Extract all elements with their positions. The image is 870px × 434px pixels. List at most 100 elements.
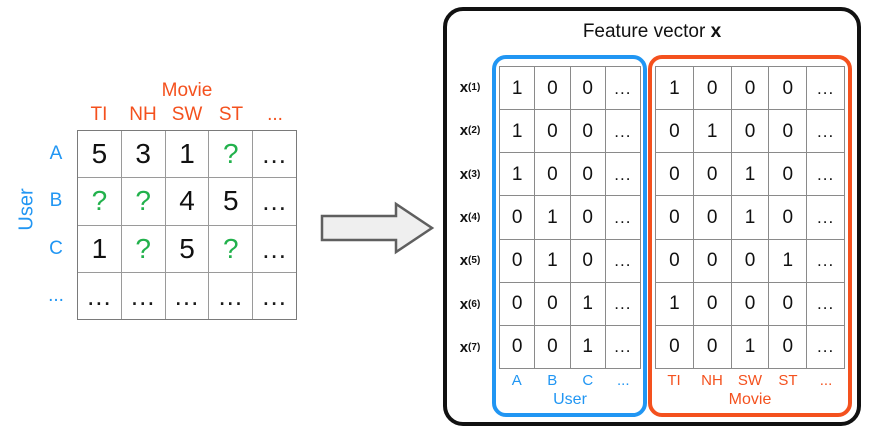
onehot-cell-ellipsis: ...	[817, 164, 835, 184]
onehot-cell: 0	[769, 67, 808, 110]
row-label-base: x	[459, 122, 469, 140]
table-row: 0 1 0 0 ...	[656, 110, 844, 154]
user-block-name: User	[553, 391, 587, 408]
table-row: 1 ? 5 ? ...	[78, 225, 296, 273]
onehot-cell: 0	[571, 153, 606, 196]
row-label-sup: (2)	[468, 125, 481, 137]
onehot-cell: 1	[694, 110, 732, 153]
row-label-base: x	[459, 252, 469, 270]
feature-row-label: x(7)	[449, 326, 491, 369]
table-row: 0 0 1 ...	[500, 325, 640, 368]
user-row-headers: A B C ...	[37, 130, 75, 320]
onehot-cell: 0	[656, 153, 694, 196]
table-row: 0 0 1 0 ...	[656, 153, 844, 197]
onehot-cell: 0	[500, 325, 536, 368]
onehot-cell: 0	[535, 67, 571, 110]
row-label-base: x	[459, 208, 469, 226]
movie-column-labels: TI NH SW ST ...	[655, 371, 845, 390]
onehot-cell-ellipsis: ...	[614, 207, 632, 227]
onehot-cell: 0	[694, 239, 732, 282]
movie-column-header: SW	[171, 104, 203, 125]
onehot-cell: 1	[500, 67, 536, 110]
onehot-cell: 0	[571, 67, 606, 110]
table-row: 1 0 0 0 ...	[656, 282, 844, 326]
onehot-cell-ellipsis: ...	[817, 294, 835, 314]
rating-cell: 3	[122, 131, 166, 178]
rating-cell: 1	[78, 225, 122, 272]
feature-row-label: x(2)	[449, 109, 491, 152]
rating-cell-ellipsis: ...	[166, 272, 210, 319]
movie-column-label: ST	[778, 372, 798, 389]
onehot-cell-ellipsis: ...	[614, 164, 632, 184]
movie-column-label: SW	[737, 372, 763, 389]
rating-cell: 4	[166, 178, 210, 225]
feature-vector-title-text: Feature vector	[582, 21, 711, 42]
rating-cell-missing: ?	[78, 178, 122, 225]
table-row: 0 0 1 0 ...	[656, 325, 844, 368]
movie-column-headers: TI NH SW ST ...	[77, 104, 297, 126]
feature-row-label: x(5)	[449, 239, 491, 282]
rating-cell-ellipsis: ...	[209, 272, 254, 319]
movie-column-header: TI	[90, 104, 108, 125]
row-label-sup: (6)	[468, 298, 481, 310]
onehot-cell: 0	[769, 153, 808, 196]
right-arrow-icon	[320, 201, 435, 255]
onehot-cell: 0	[769, 196, 808, 239]
table-row: 1 0 0 ...	[500, 110, 640, 154]
onehot-cell: 0	[571, 196, 606, 239]
onehot-cell: 1	[732, 196, 770, 239]
user-axis-label: User	[15, 188, 38, 231]
movie-block-outline	[648, 55, 852, 417]
rating-cell: 5	[166, 225, 210, 272]
table-row: 5 3 1 ? ...	[78, 131, 296, 179]
table-row: 0 0 1 0 ...	[656, 196, 844, 240]
onehot-cell: 0	[571, 239, 606, 282]
onehot-cell: 0	[769, 110, 808, 153]
user-row-header: C	[49, 237, 63, 259]
row-label-sup: (1)	[468, 82, 481, 94]
rating-cell: 1	[166, 131, 210, 178]
onehot-cell: 1	[656, 67, 694, 110]
onehot-cell: 1	[535, 196, 571, 239]
rating-cell-ellipsis: ...	[262, 186, 287, 217]
onehot-cell: 1	[769, 239, 808, 282]
rating-cell: 5	[209, 178, 254, 225]
onehot-cell: 0	[656, 110, 694, 153]
user-column-labels: A B C ...	[499, 371, 641, 390]
onehot-cell-ellipsis: ...	[817, 337, 835, 357]
user-column-label: B	[547, 372, 558, 389]
user-block-footer: A B C ... User	[499, 371, 641, 410]
onehot-cell: 0	[732, 282, 770, 325]
ratings-table: 5 3 1 ? ... ? ? 4 5 ... 1 ? 5 ? ... ..	[77, 130, 297, 320]
user-block-outline	[492, 55, 647, 417]
rating-cell-ellipsis: ...	[262, 139, 287, 170]
row-label-base: x	[459, 165, 469, 183]
onehot-cell: 0	[535, 110, 571, 153]
onehot-cell: 0	[535, 282, 571, 325]
onehot-cell: 0	[694, 196, 732, 239]
row-label-base: x	[459, 338, 469, 356]
row-label-sup: (5)	[468, 255, 481, 267]
user-row-header: ...	[48, 285, 64, 307]
onehot-cell: 1	[500, 153, 536, 196]
onehot-cell: 1	[732, 153, 770, 196]
onehot-cell: 0	[769, 282, 808, 325]
table-row: 0 1 0 ...	[500, 196, 640, 240]
onehot-cell: 1	[571, 325, 606, 368]
rating-cell-missing: ?	[122, 225, 166, 272]
user-column-label: C	[582, 372, 594, 389]
onehot-cell: 1	[656, 282, 694, 325]
rating-cell-missing: ?	[209, 131, 254, 178]
user-column-label: A	[511, 372, 522, 389]
onehot-cell-ellipsis: ...	[614, 251, 632, 271]
table-row: 1 0 0 0 ...	[656, 67, 844, 111]
movie-onehot-grid: 1 0 0 0 ... 0 1 0 0 ... 0 0 1 0 ... 0	[655, 66, 845, 369]
onehot-cell: 1	[571, 282, 606, 325]
rating-cell-ellipsis: ...	[262, 233, 287, 264]
onehot-cell: 0	[694, 67, 732, 110]
rating-cell-ellipsis: ...	[122, 272, 166, 319]
onehot-cell: 1	[732, 325, 770, 368]
feature-vector-symbol: x	[710, 21, 722, 42]
onehot-cell: 1	[500, 110, 536, 153]
